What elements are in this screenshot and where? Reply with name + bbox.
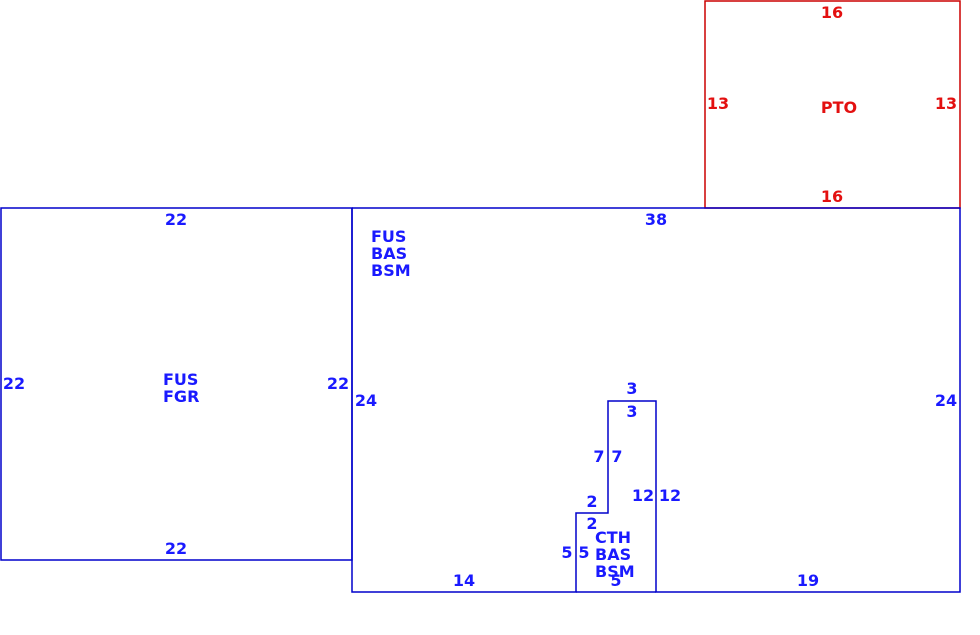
porch-bottom-dimension: 16 xyxy=(821,187,843,206)
house-bottom-right-dimension: 19 xyxy=(797,571,819,590)
garage-left-dimension: 22 xyxy=(3,374,25,393)
chimney-lower-left-inner-dimension: 5 xyxy=(578,543,589,562)
chimney-upper-left-outer-dimension: 7 xyxy=(593,447,604,466)
house-label-line3: BSM xyxy=(371,261,411,280)
garage-label-line2: FGR xyxy=(163,387,199,406)
chimney-top-outer-dimension: 3 xyxy=(626,379,637,398)
house-label-line1: FUS xyxy=(371,227,406,246)
chimney-right-outer-dimension: 12 xyxy=(659,486,681,505)
porch-right-dimension: 13 xyxy=(935,94,957,113)
chimney-upper-left-inner-dimension: 7 xyxy=(611,447,622,466)
chimney-right-inner-dimension: 12 xyxy=(632,486,654,505)
house-left-dimension: 24 xyxy=(355,391,377,410)
house-label-line2: BAS xyxy=(371,244,407,263)
chimney-label-line3: BSM xyxy=(595,562,635,581)
house-top-dimension: 38 xyxy=(645,210,667,229)
chimney-top-inner-dimension: 3 xyxy=(626,402,637,421)
chimney-bottom-dimension: 5 xyxy=(610,571,621,590)
garage-top-dimension: 22 xyxy=(165,210,187,229)
house-bottom-left-dimension: 14 xyxy=(453,571,475,590)
porch-top-dimension: 16 xyxy=(821,3,843,22)
chimney-label-line1: CTH xyxy=(595,528,631,547)
chimney-step-inner-dimension: 2 xyxy=(586,514,597,533)
house-right-dimension: 24 xyxy=(935,391,957,410)
chimney-step-outer-dimension: 2 xyxy=(586,492,597,511)
garage-bottom-dimension: 22 xyxy=(165,539,187,558)
garage-label-line1: FUS xyxy=(163,370,198,389)
porch-left-dimension: 13 xyxy=(707,94,729,113)
garage-right-dimension: 22 xyxy=(327,374,349,393)
chimney-label-line2: BAS xyxy=(595,545,631,564)
chimney-lower-left-outer-dimension: 5 xyxy=(561,543,572,562)
porch-label: PTO xyxy=(821,98,857,117)
house-outline xyxy=(351,207,961,593)
